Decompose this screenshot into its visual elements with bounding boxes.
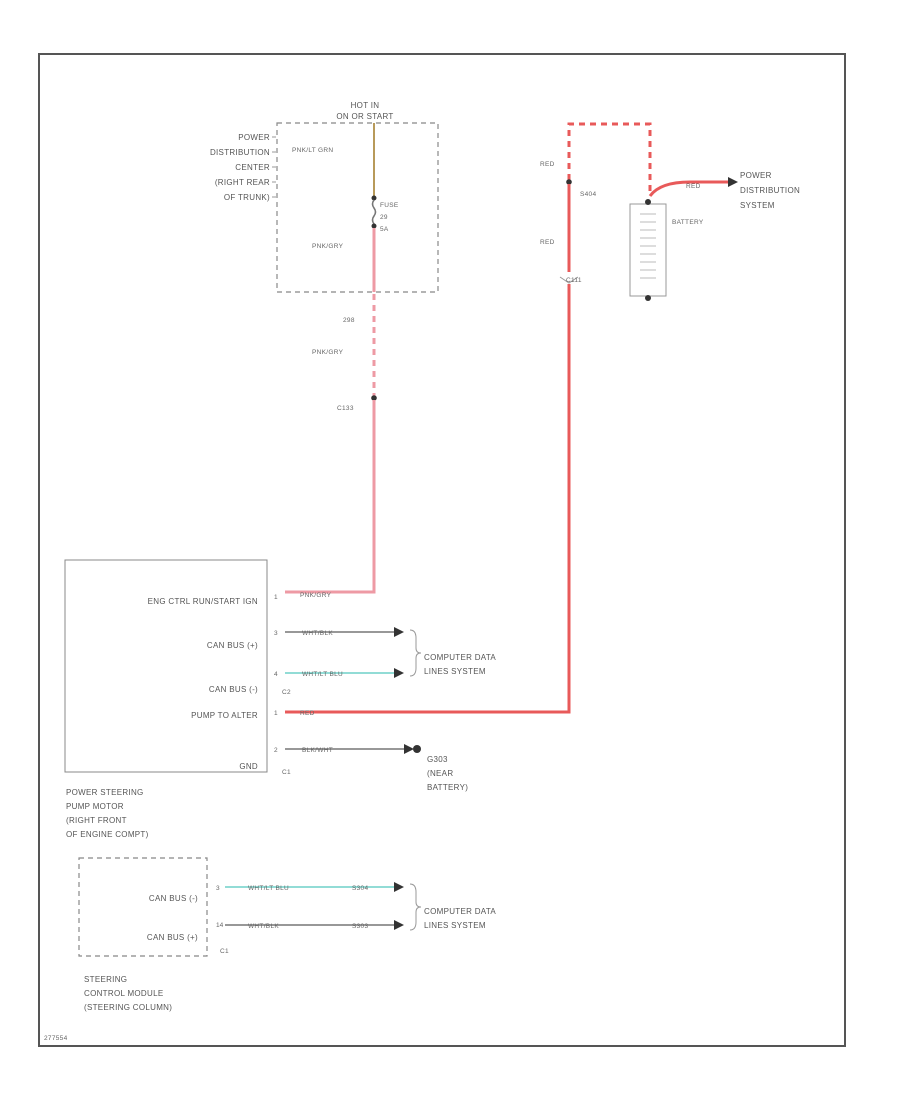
figure-id: 277554: [44, 1035, 68, 1042]
red-dashed-loop: [567, 122, 652, 196]
scm-pin-num-3: 3: [216, 885, 220, 892]
computer-data-bracket-1: [409, 629, 422, 677]
wire-pnk-gry-label: PNK/GRY: [312, 349, 344, 356]
red-lower-label: RED: [540, 239, 555, 246]
pin-label-canm: CAN BUS (-): [209, 685, 258, 694]
fuse-label-1: FUSE: [380, 202, 399, 209]
conn-c133-label: C133: [337, 405, 354, 412]
pin-num-1b: 1: [274, 710, 278, 717]
svg-text:(RIGHT REAR: (RIGHT REAR: [215, 178, 270, 187]
pump-motor-box: [64, 559, 268, 773]
wire-pnk-gry-run: [285, 400, 376, 594]
pds-arrow-icon: [728, 177, 738, 187]
svg-text:(RIGHT FRONT: (RIGHT FRONT: [66, 816, 127, 825]
red-upper-label: RED: [540, 161, 555, 168]
pin-label-pump: PUMP TO ALTER: [191, 711, 258, 720]
svg-text:(STEERING COLUMN): (STEERING COLUMN): [84, 1003, 172, 1012]
svg-text:CONTROL MODULE: CONTROL MODULE: [84, 989, 163, 998]
battery-icon: [629, 203, 667, 297]
fuse-label-2: 29: [380, 214, 388, 221]
wire-label-wht-lt-blu: WHT/LT BLU: [302, 671, 343, 678]
svg-text:OF ENGINE COMPT): OF ENGINE COMPT): [66, 830, 149, 839]
conn-298-label: 298: [343, 317, 355, 324]
red-wire-to-pds: [648, 180, 728, 197]
svg-text:STEERING: STEERING: [84, 975, 127, 984]
scm-name: STEERING CONTROL MODULE (STEERING COLUMN…: [84, 975, 172, 1012]
ground-dot: [413, 745, 421, 753]
fuse-label-3: 5A: [380, 226, 389, 233]
splice-s404-label: S404: [580, 191, 596, 198]
battery-cells: [640, 213, 656, 279]
scm-wire-label-wht-blk: WHT/BLK: [248, 923, 279, 930]
fuse-top-dot: [371, 195, 377, 201]
svg-text:PUMP MOTOR: PUMP MOTOR: [66, 802, 124, 811]
svg-text:POWER STEERING: POWER STEERING: [66, 788, 144, 797]
ground-label-3: BATTERY): [427, 783, 468, 792]
computer-data-label-1a: COMPUTER DATA: [424, 653, 496, 662]
scm-pin-label-canp: CAN BUS (+): [147, 933, 198, 942]
wire-label-wht-blk: WHT/BLK: [302, 630, 333, 637]
pin-num-1a: 1: [274, 594, 278, 601]
computer-data-bracket-2: [409, 883, 422, 931]
scm-canp-arrow-icon: [394, 920, 404, 930]
wire-label-red-pump: RED: [300, 710, 315, 717]
ground-label-1: G303: [427, 755, 448, 764]
battery-label: BATTERY: [672, 219, 704, 226]
svg-text:DISTRIBUTION: DISTRIBUTION: [210, 148, 270, 157]
splice-s303-label: S303: [352, 923, 368, 930]
hot-in-label-1: HOT IN: [351, 101, 380, 110]
pump-motor-name: POWER STEERING PUMP MOTOR (RIGHT FRONT O…: [66, 788, 149, 839]
s404-dot: [566, 179, 572, 185]
svg-text:OF TRUNK): OF TRUNK): [224, 193, 270, 202]
pds-label-2: DISTRIBUTION: [740, 186, 800, 195]
computer-data-label-1b: LINES SYSTEM: [424, 667, 486, 676]
hot-in-label-2: ON OR START: [336, 112, 393, 121]
scm-canm-arrow-icon: [394, 882, 404, 892]
pdc-label: POWER DISTRIBUTION CENTER (RIGHT REAR OF…: [210, 133, 270, 202]
fuse-icon: [371, 199, 377, 225]
red-wire-to-module: [285, 284, 571, 714]
pds-label-1: POWER: [740, 171, 772, 180]
pdc-wire-top-label: PNK/LT GRN: [292, 147, 333, 154]
battery-positive-dot: [645, 199, 651, 205]
wire-label-blk-wht: BLK/WHT: [302, 747, 333, 754]
pin-label-ign: ENG CTRL RUN/START IGN: [148, 597, 258, 606]
conn-c111-label: C111: [566, 277, 582, 284]
canp-arrow-icon: [394, 627, 404, 637]
fuse-bottom-dot: [371, 223, 377, 229]
connector-c1-label: C1: [282, 769, 291, 776]
pin-label-gnd: GND: [239, 762, 258, 771]
pin-num-4: 4: [274, 671, 278, 678]
scm-wire-label-wht-lt-blu: WHT/LT BLU: [248, 885, 289, 892]
ground-arrow-icon: [404, 744, 414, 754]
splice-s304-label: S304: [352, 885, 368, 892]
computer-data-label-2a: COMPUTER DATA: [424, 907, 496, 916]
canm-arrow-icon: [394, 668, 404, 678]
pin-num-2: 2: [274, 747, 278, 754]
wire-label-pnk-gry: PNK/GRY: [300, 592, 332, 599]
scm-pin-num-14: 14: [216, 922, 224, 929]
pdc-box: [276, 122, 439, 293]
battery-negative-dot: [645, 295, 651, 301]
connector-c2-label: C2: [282, 689, 291, 696]
scm-pin-label-canm: CAN BUS (-): [149, 894, 198, 903]
red-right-label: RED: [686, 183, 701, 190]
diagram-frame: [38, 53, 846, 1047]
scm-connector-label: C1: [220, 948, 229, 955]
pin-num-3: 3: [274, 630, 278, 637]
pdc-wire-bottom-label: PNK/GRY: [312, 243, 344, 250]
pds-label-3: SYSTEM: [740, 201, 775, 210]
computer-data-label-2b: LINES SYSTEM: [424, 921, 486, 930]
svg-text:POWER: POWER: [238, 133, 270, 142]
scm-box: [78, 857, 208, 957]
c133-dot: [371, 395, 377, 401]
pin-label-canp: CAN BUS (+): [207, 641, 258, 650]
ground-label-2: (NEAR: [427, 769, 453, 778]
svg-text:CENTER: CENTER: [235, 163, 270, 172]
c111-connector: [559, 276, 579, 284]
